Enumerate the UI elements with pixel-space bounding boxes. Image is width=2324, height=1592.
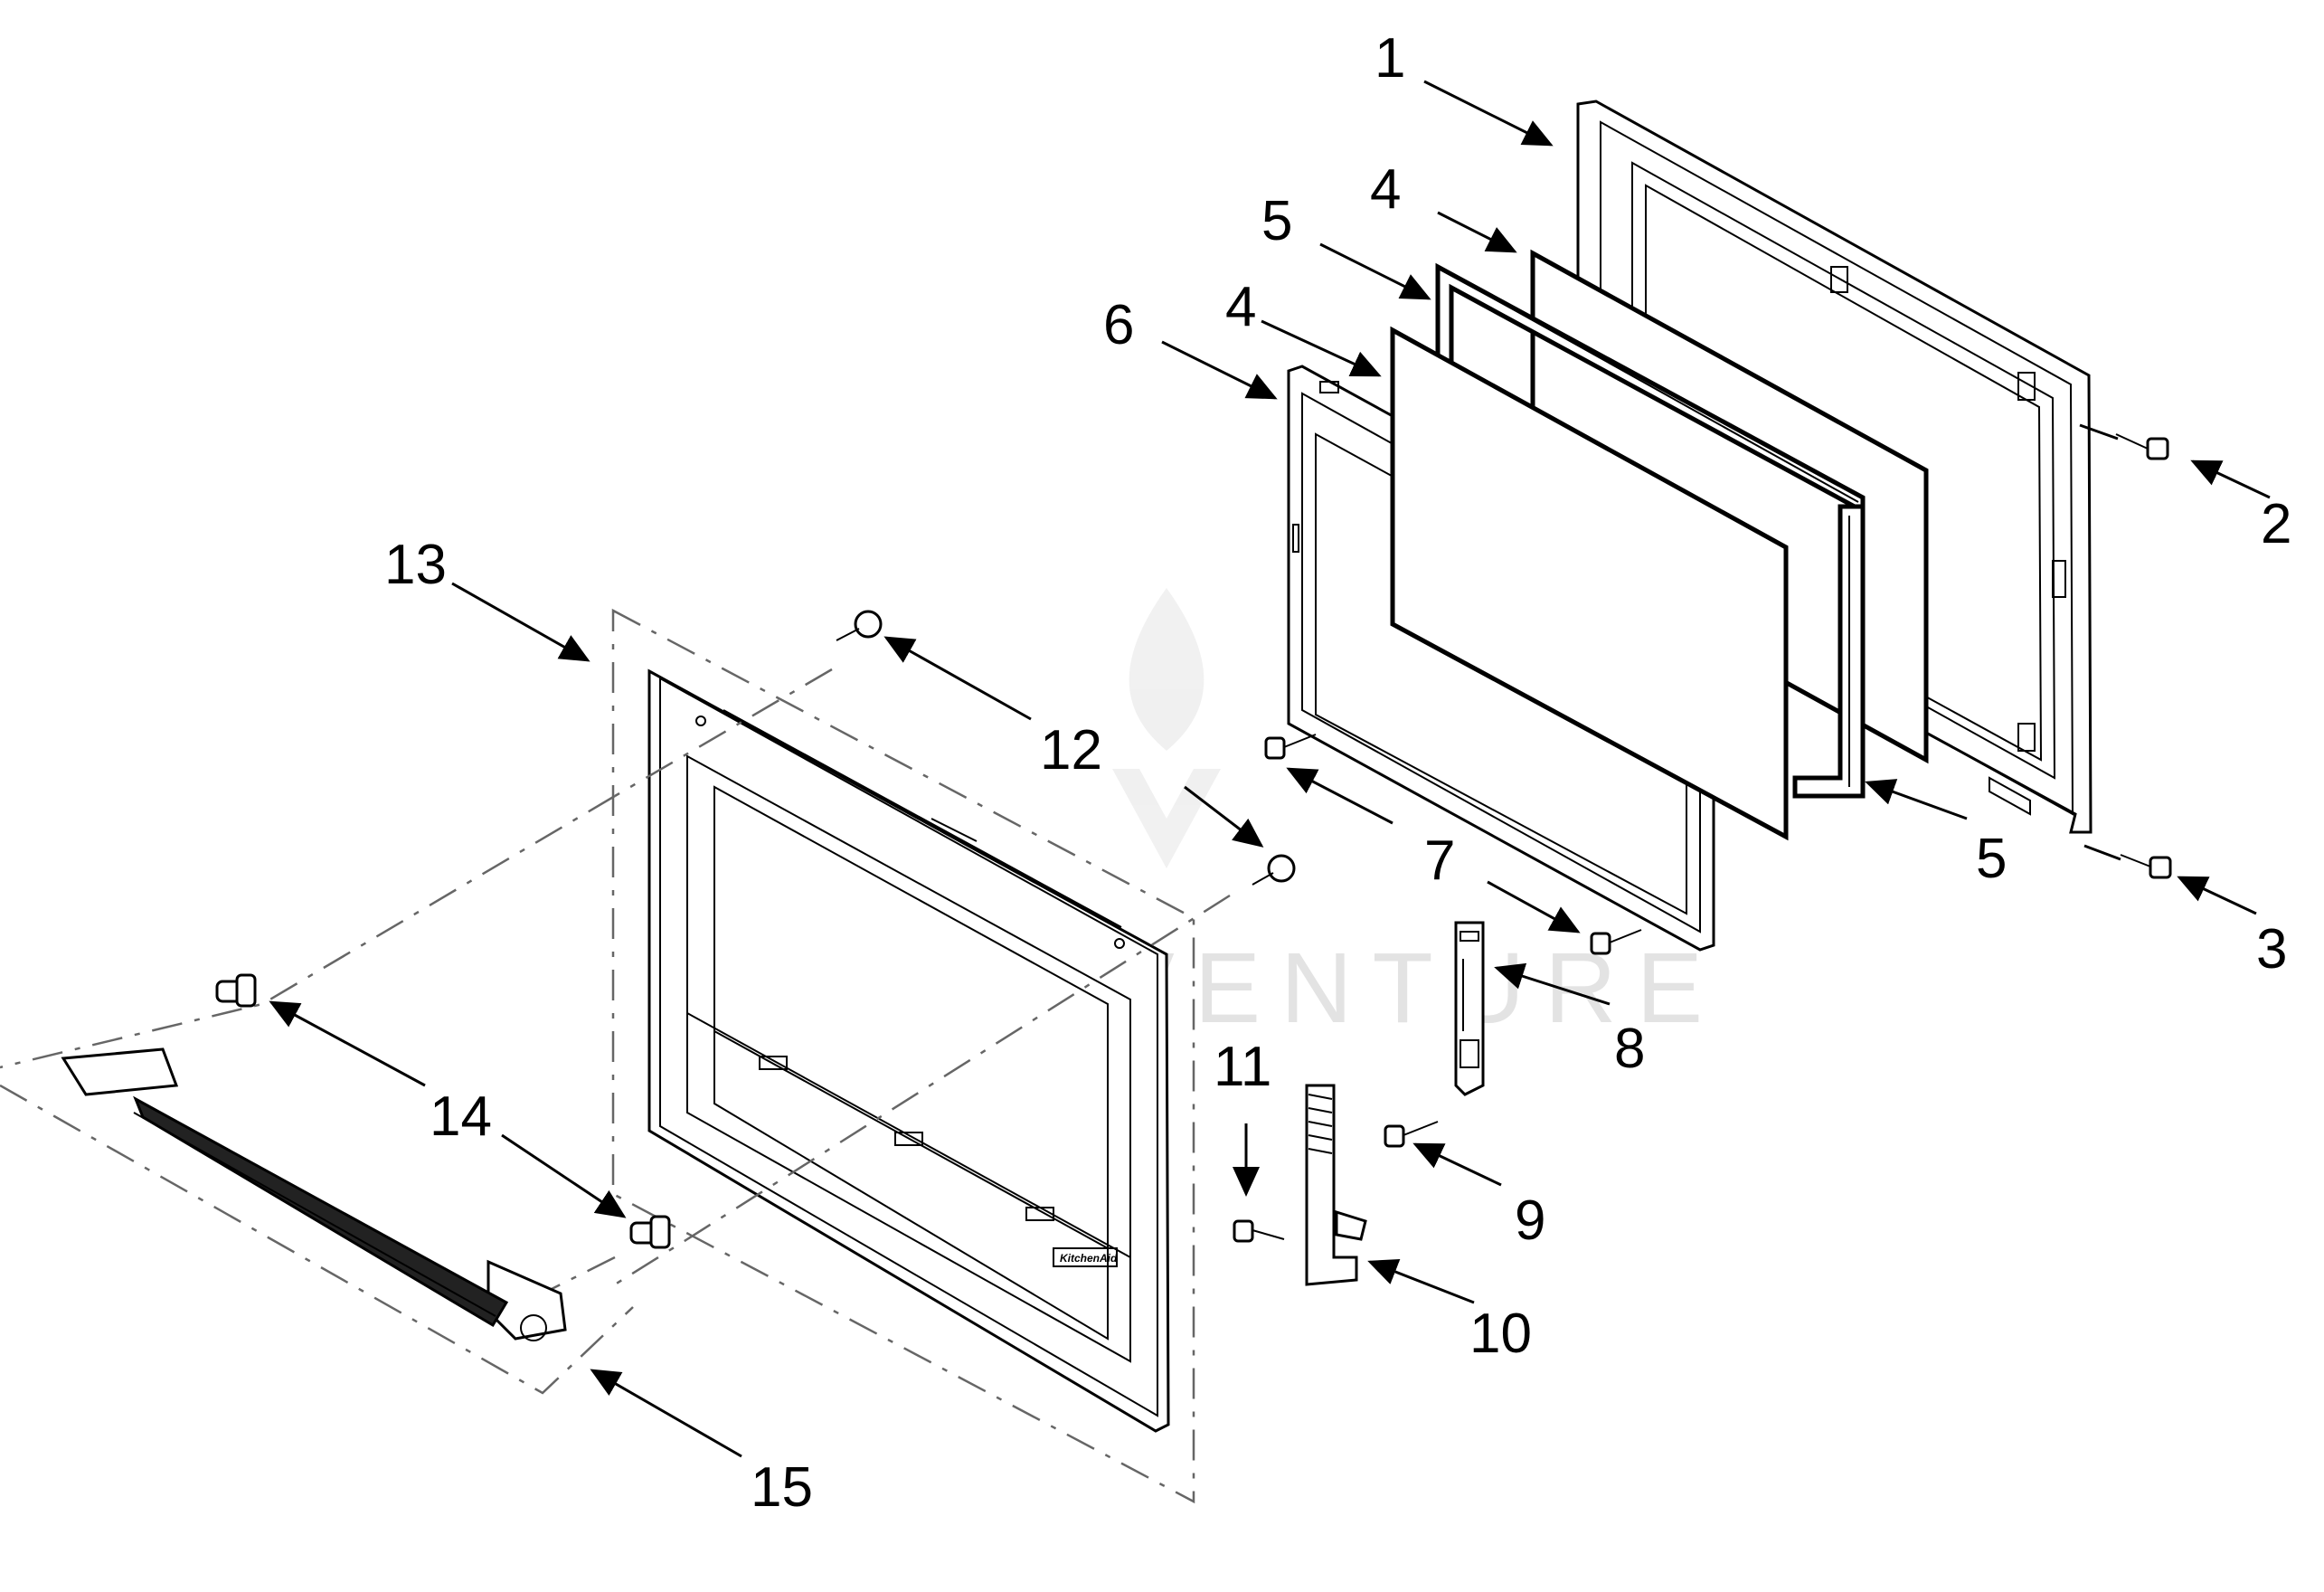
watermark-flame-icon — [1112, 588, 1221, 868]
arrow-12-upper — [883, 636, 1032, 721]
part-screw-9 — [1384, 1121, 1439, 1148]
arrow-2 — [2190, 460, 2271, 499]
callout-5-upper: 5 — [1261, 190, 1292, 252]
callout-2: 2 — [2261, 493, 2291, 555]
callout-9: 9 — [1515, 1189, 1545, 1252]
leader-arrows — [269, 80, 2271, 1458]
part-screw-2 — [2079, 423, 2169, 460]
arrow-3 — [2177, 876, 2257, 915]
callout-11: 11 — [1214, 1036, 1271, 1098]
brand-badge — [1053, 1247, 1118, 1267]
callout-3: 3 — [2256, 918, 2287, 981]
arrow-14-upper — [269, 1000, 426, 1087]
callout-5-lower: 5 — [1976, 828, 2007, 890]
callout-6: 6 — [1103, 294, 1134, 356]
arrow-4a — [1437, 211, 1517, 253]
callout-labels: 1 2 3 4 4 5 5 6 7 8 9 10 11 12 13 14 15 — [384, 27, 2291, 1519]
callout-14: 14 — [430, 1085, 492, 1148]
arrow-14-lower — [501, 1133, 627, 1218]
arrow-1 — [1423, 80, 1554, 147]
callout-1: 1 — [1375, 27, 1405, 90]
callout-8: 8 — [1614, 1018, 1645, 1080]
arrow-7-lower — [1487, 880, 1581, 933]
callout-4-lower: 4 — [1225, 276, 1256, 338]
dashed-assembly-boundary — [0, 608, 1231, 1504]
arrow-5b — [1865, 779, 1968, 820]
arrow-10 — [1367, 1258, 1475, 1304]
arrow-6 — [1161, 340, 1278, 400]
part-clip-lower — [1252, 854, 1296, 886]
part-clip-upper — [836, 610, 883, 641]
callout-7: 7 — [1424, 829, 1455, 892]
arrow-7-upper — [1286, 767, 1393, 825]
part-glass-panel-front — [1390, 326, 1789, 841]
part-hinge-receiver — [1454, 921, 1485, 1096]
callout-12: 12 — [1040, 719, 1102, 782]
arrow-8 — [1494, 962, 1611, 1006]
arrow-5a — [1319, 242, 1431, 300]
callout-15: 15 — [751, 1456, 813, 1519]
part-screw-7-upper — [1264, 734, 1317, 760]
brand-badge-text: KitchenAid — [1060, 1252, 1118, 1265]
part-glass-spacer-front — [1792, 504, 1866, 799]
part-outer-door-panel: KitchenAid — [647, 668, 1170, 1433]
part-screw-3 — [2083, 844, 2172, 879]
callout-13: 13 — [384, 534, 447, 596]
part-screw-7-lower — [1590, 929, 1642, 955]
callout-4-upper: 4 — [1370, 158, 1401, 221]
callout-10: 10 — [1469, 1303, 1532, 1365]
arrow-13 — [451, 582, 590, 662]
arrow-9 — [1412, 1142, 1502, 1187]
part-door-handle — [61, 1047, 567, 1341]
arrow-12-lower — [1184, 785, 1264, 848]
arrow-4b — [1261, 319, 1382, 377]
arrow-15 — [590, 1369, 742, 1458]
part-handle-standoff-lower — [629, 1215, 671, 1249]
part-hinge — [1305, 1084, 1367, 1286]
part-handle-standoff-upper — [215, 973, 257, 1008]
part-screw-11 — [1233, 1219, 1285, 1243]
